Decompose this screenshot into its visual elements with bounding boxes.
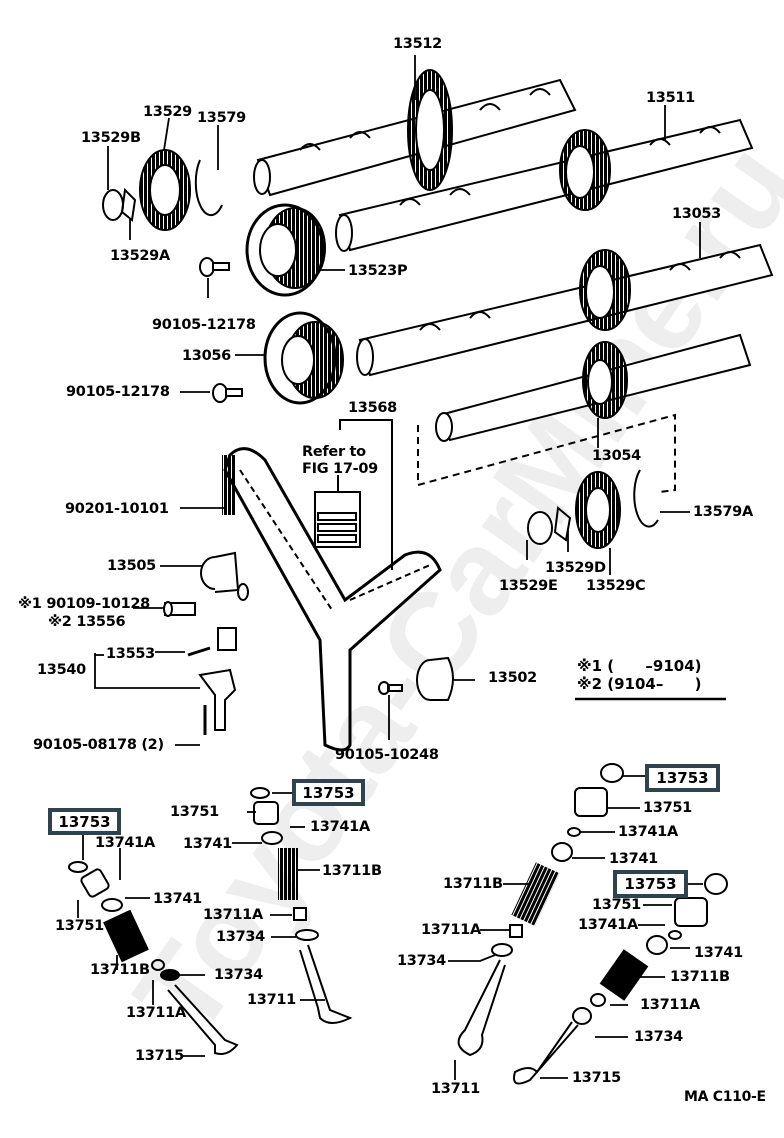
label-13711B-right2[interactable]: 13711B (670, 969, 730, 985)
label-13741-left[interactable]: 13741 (153, 891, 202, 907)
dashed-group-outline (417, 413, 676, 493)
label-13553[interactable]: 13553 (106, 646, 155, 662)
camshaft-13512[interactable] (253, 69, 577, 197)
label-13734-middle[interactable]: 13734 (216, 929, 265, 945)
reference-text-line2[interactable]: FIG 17-09 (302, 461, 378, 477)
label-13512[interactable]: 13512 (393, 36, 442, 52)
bracket-13540[interactable] (198, 668, 237, 731)
label-13529C[interactable]: 13529C (586, 578, 646, 594)
label-13529E[interactable]: 13529E (499, 578, 558, 594)
label-13741A-right1[interactable]: 13741A (618, 824, 678, 840)
label-13523P[interactable]: 13523P (348, 263, 408, 279)
label-90105-08178[interactable]: 90105-08178 (2) (33, 737, 164, 753)
label-13751-right2[interactable]: 13751 (592, 897, 641, 913)
highlight-13753-middle[interactable]: 13753 (292, 779, 365, 806)
label-13711A-middle[interactable]: 13711A (203, 907, 263, 923)
label-13711B-middle[interactable]: 13711B (322, 863, 382, 879)
label-13741-middle[interactable]: 13741 (183, 836, 232, 852)
label-13711B-left[interactable]: 13711B (90, 962, 150, 978)
label-13741-right1[interactable]: 13741 (609, 851, 658, 867)
figure-code: MA C110-E (684, 1089, 766, 1105)
valve-assembly-right-2[interactable] (513, 873, 728, 1085)
label-13579[interactable]: 13579 (197, 110, 246, 126)
label-13711-middle[interactable]: 13711 (247, 992, 296, 1008)
highlight-13753-left[interactable]: 13753 (48, 808, 121, 835)
label-13741-right2[interactable]: 13741 (694, 945, 743, 961)
label-13734-left[interactable]: 13734 (214, 967, 263, 983)
part-13529-group[interactable] (102, 149, 223, 231)
timing-belt-90201-10101[interactable] (222, 447, 442, 752)
label-13751-left[interactable]: 13751 (55, 918, 104, 934)
label-13711A-right1[interactable]: 13711A (421, 922, 481, 938)
label-90105-12178-upper[interactable]: 90105-12178 (152, 317, 256, 333)
valve-assembly-left[interactable] (68, 861, 239, 1055)
label-13053[interactable]: 13053 (672, 206, 721, 222)
camshaft-13511[interactable] (335, 118, 754, 252)
label-13741A-left[interactable]: 13741A (95, 835, 155, 851)
reference-text-line1: Refer to (302, 444, 366, 460)
label-90105-12178-lower[interactable]: 90105-12178 (66, 384, 170, 400)
label-13715-left[interactable]: 13715 (135, 1048, 184, 1064)
label-13540[interactable]: 13540 (37, 662, 86, 678)
label-13715-right2[interactable]: 13715 (572, 1070, 621, 1086)
label-13711A-left[interactable]: 13711A (126, 1005, 186, 1021)
part-13529-lower-group[interactable] (527, 469, 659, 549)
leader-13568 (339, 419, 393, 570)
idler-13502[interactable] (416, 656, 454, 701)
label-13529[interactable]: 13529 (143, 104, 192, 120)
label-13505[interactable]: 13505 (107, 558, 156, 574)
label-13751-right1[interactable]: 13751 (643, 800, 692, 816)
label-13568[interactable]: 13568 (348, 400, 397, 416)
camshaft-13053[interactable] (356, 243, 774, 377)
bolt-90105-12178b[interactable] (212, 383, 243, 403)
pulley-13523P[interactable] (245, 203, 326, 297)
reference-card-icon (314, 491, 361, 548)
label-13711B-right1[interactable]: 13711B (443, 876, 503, 892)
label-90201-10101[interactable]: 90201-10101 (65, 501, 169, 517)
label-13751-middle[interactable]: 13751 (170, 804, 219, 820)
part-13553[interactable] (187, 627, 237, 657)
note-1: ※1 ( –9104) (577, 657, 702, 675)
camshaft-13054[interactable] (435, 333, 752, 442)
label-13711-right1[interactable]: 13711 (431, 1081, 480, 1097)
label-13711A-right2[interactable]: 13711A (640, 997, 700, 1013)
bolt-90105-12178a[interactable] (199, 257, 230, 277)
label-13556[interactable]: ※2 13556 (48, 614, 126, 630)
label-13529A[interactable]: 13529A (110, 248, 170, 264)
highlight-13753-right-mid[interactable]: 13753 (613, 870, 688, 898)
valve-assembly-middle[interactable] (250, 787, 353, 1024)
label-13511[interactable]: 13511 (646, 90, 695, 106)
label-13056[interactable]: 13056 (182, 348, 231, 364)
label-13734-right1[interactable]: 13734 (397, 953, 446, 969)
label-13741A-right2[interactable]: 13741A (578, 917, 638, 933)
highlight-13753-right-top[interactable]: 13753 (645, 764, 720, 792)
bolt-90109-10128[interactable] (163, 601, 196, 617)
label-13529D[interactable]: 13529D (545, 560, 606, 576)
valve-assembly-right-1[interactable] (457, 763, 624, 1057)
label-90109-10128[interactable]: ※1 90109-10128 (18, 596, 150, 612)
note-2: ※2 (9104– ) (577, 675, 702, 693)
label-13579A[interactable]: 13579A (693, 504, 753, 520)
label-13734-right2[interactable]: 13734 (634, 1029, 683, 1045)
tensioner-13505[interactable] (200, 551, 249, 601)
label-90105-10248[interactable]: 90105-10248 (335, 747, 439, 763)
bolt-90105-10248[interactable] (378, 681, 403, 695)
label-13502[interactable]: 13502 (488, 670, 537, 686)
pulley-13056[interactable] (263, 311, 344, 405)
label-13054[interactable]: 13054 (592, 448, 641, 464)
label-13741A-middle[interactable]: 13741A (310, 819, 370, 835)
label-13529B[interactable]: 13529B (81, 130, 141, 146)
